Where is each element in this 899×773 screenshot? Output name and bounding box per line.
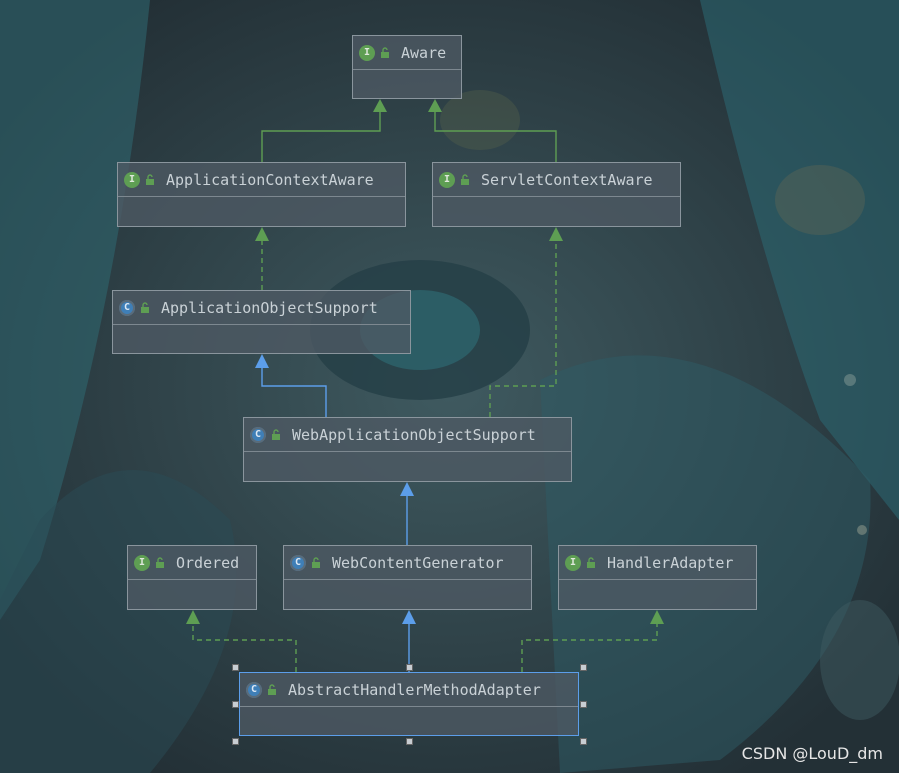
node-label: Ordered — [176, 553, 240, 572]
arrowhead — [255, 354, 269, 368]
class-icon: C — [246, 681, 262, 698]
node-aware[interactable]: I Aware — [352, 35, 462, 99]
arrowhead — [549, 227, 563, 241]
edge-servlet-ctx-aware-to-aware — [434, 112, 557, 162]
unlock-icon — [587, 556, 595, 568]
arrowhead — [400, 482, 414, 496]
interface-icon: I — [124, 171, 140, 188]
edge-web-app-obj-support-to-servlet-ctx-aware — [489, 241, 557, 417]
interface-icon: I — [565, 554, 581, 571]
node-header: C WebContentGenerator — [284, 546, 531, 580]
interface-icon: I — [134, 554, 150, 571]
edge-abstract-hma-to-handler-adapter — [521, 624, 658, 672]
unlock-icon — [141, 301, 149, 313]
arrowhead — [428, 99, 442, 112]
watermark-text: CSDN @LouD_dm — [741, 744, 883, 763]
node-application-object-support[interactable]: C ApplicationObjectSupport — [112, 290, 411, 354]
resize-handle-n[interactable] — [406, 664, 413, 671]
resize-handle-sw[interactable] — [232, 738, 239, 745]
node-label: Aware — [401, 43, 447, 62]
resize-handle-w[interactable] — [232, 701, 239, 708]
node-web-content-generator[interactable]: C WebContentGenerator — [283, 545, 532, 610]
node-handler-adapter[interactable]: I HandlerAdapter — [558, 545, 757, 610]
unlock-icon — [268, 683, 276, 695]
arrowhead — [650, 610, 664, 624]
node-web-application-object-support[interactable]: C WebApplicationObjectSupport — [243, 417, 572, 482]
node-header: I ApplicationContextAware — [118, 163, 405, 197]
unlock-icon — [146, 173, 154, 185]
class-icon: C — [250, 426, 266, 443]
node-header: I ServletContextAware — [433, 163, 680, 197]
node-abstract-handler-method-adapter[interactable]: C AbstractHandlerMethodAdapter — [239, 672, 579, 736]
node-label: ApplicationContextAware — [166, 170, 374, 189]
unlock-icon — [312, 556, 320, 568]
node-ordered[interactable]: I Ordered — [127, 545, 257, 610]
node-label: ApplicationObjectSupport — [161, 298, 378, 317]
arrowhead — [402, 610, 416, 624]
edge-abstract-hma-to-ordered — [192, 624, 297, 672]
resize-handle-ne[interactable] — [580, 664, 587, 671]
edge-web-app-obj-support-to-app-obj-support — [261, 368, 327, 417]
node-label: WebContentGenerator — [332, 553, 504, 572]
node-header: C ApplicationObjectSupport — [113, 291, 410, 325]
resize-handle-e[interactable] — [580, 701, 587, 708]
unlock-icon — [272, 428, 280, 440]
node-header: I HandlerAdapter — [559, 546, 756, 580]
node-header: I Aware — [353, 36, 461, 70]
edge-app-ctx-aware-to-aware — [261, 112, 381, 162]
interface-icon: I — [359, 44, 375, 61]
resize-handle-nw[interactable] — [232, 664, 239, 671]
unlock-icon — [156, 556, 164, 568]
node-label: WebApplicationObjectSupport — [292, 425, 536, 444]
unlock-icon — [381, 46, 389, 58]
resize-handle-s[interactable] — [406, 738, 413, 745]
node-header: I Ordered — [128, 546, 256, 580]
node-application-context-aware[interactable]: I ApplicationContextAware — [117, 162, 406, 227]
node-header: C AbstractHandlerMethodAdapter — [240, 673, 578, 707]
node-label: AbstractHandlerMethodAdapter — [288, 680, 541, 699]
arrowhead — [186, 610, 200, 624]
node-label: HandlerAdapter — [607, 553, 734, 572]
arrowhead — [373, 99, 387, 112]
node-servlet-context-aware[interactable]: I ServletContextAware — [432, 162, 681, 227]
interface-icon: I — [439, 171, 455, 188]
arrowhead — [255, 227, 269, 241]
node-header: C WebApplicationObjectSupport — [244, 418, 571, 452]
node-label: ServletContextAware — [481, 170, 653, 189]
resize-handle-se[interactable] — [580, 738, 587, 745]
class-icon: C — [119, 299, 135, 316]
unlock-icon — [461, 173, 469, 185]
class-icon: C — [290, 554, 306, 571]
